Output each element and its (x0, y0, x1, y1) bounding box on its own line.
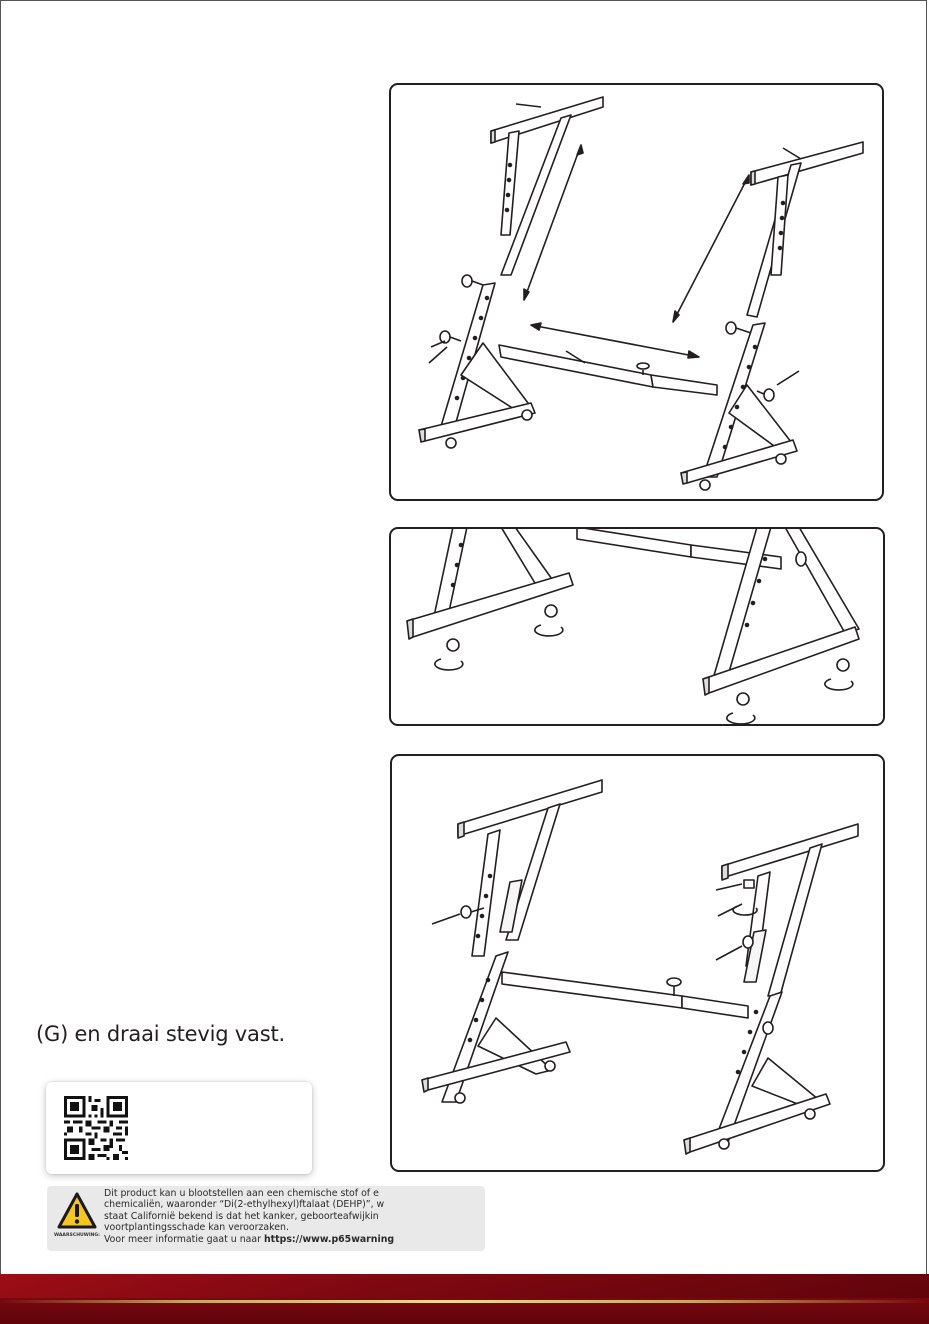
assembly-diagram-casters (389, 527, 885, 726)
warning-line: staat Californië bekend is dat het kanke… (104, 1210, 379, 1222)
assembly-diagram-exploded (389, 83, 884, 501)
prop65-warning: WAARSCHUWING: Dit product kan u blootste… (47, 1186, 485, 1251)
qr-card (46, 1082, 312, 1174)
warning-link[interactable]: https://www.p65warning (263, 1233, 395, 1245)
footer-shade (0, 1274, 929, 1298)
left-frame (421, 779, 603, 1104)
qr-code-icon[interactable] (64, 1096, 128, 1160)
warning-line: voortplantingsschade kan veroorzaken. (104, 1222, 289, 1234)
assembly-diagram-complete (390, 754, 885, 1172)
right-top-bar (746, 141, 864, 318)
warning-label: WAARSCHUWING: (54, 1233, 100, 1238)
right-leg-closeup (702, 529, 860, 724)
warning-line: Dit product kan u blootstellen aan een c… (104, 1188, 379, 1199)
step-instruction: (G) en draai stevig vast. (36, 1022, 285, 1046)
arrows (523, 144, 750, 359)
footer-gold-line (0, 1300, 929, 1303)
left-leg-frame (418, 274, 536, 449)
horizontal-brace (501, 971, 749, 1019)
warning-triangle-icon (57, 1192, 97, 1229)
warning-line: chemicaliën, waaronder “Di(2-ethylhexyl)… (104, 1199, 385, 1211)
left-top-bar (490, 96, 604, 276)
left-leg-closeup (406, 529, 574, 671)
warning-text: Dit product kan u blootstellen aan een c… (104, 1188, 484, 1245)
cross-bar (498, 344, 718, 396)
right-frame (683, 823, 859, 1155)
footer-band (0, 1274, 929, 1324)
warning-link-prefix: Voor meer informatie gaat u naar (104, 1233, 264, 1245)
warning-line: Voor meer informatie gaat u naar https:/… (104, 1234, 484, 1245)
right-leg-frame (680, 321, 800, 491)
